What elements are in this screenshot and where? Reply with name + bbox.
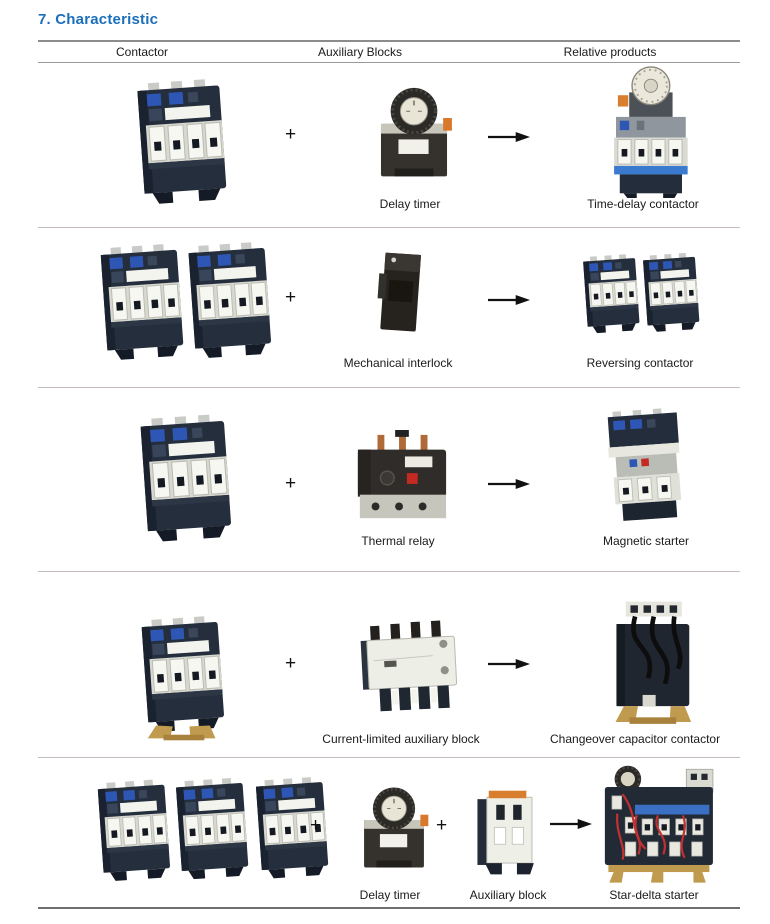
table-row: + Current-limited auxiliary block Change… (38, 572, 740, 758)
table-row: + Delay timer Time-delay contactor (38, 63, 740, 228)
plus-operator: + (285, 653, 297, 674)
aux-label: Mechanical interlock (343, 356, 453, 370)
thermal-relay-photo (357, 430, 447, 519)
aux-label: Delay timer (359, 888, 421, 902)
arrow-icon (488, 478, 530, 490)
plus-operator: + (285, 287, 297, 308)
table-row: + Delay timer + Auxiliary block Star-del… (38, 758, 740, 907)
column-header-auxiliary-blocks: Auxiliary Blocks (317, 45, 403, 59)
plus-operator: + (285, 124, 297, 145)
star-delta-starter-photo (603, 764, 715, 884)
time-delay-contactor-photo (613, 66, 689, 198)
product-label: Star-delta starter (609, 888, 699, 902)
divider-top (38, 40, 740, 42)
column-header-contactor: Contactor (115, 45, 169, 59)
aux-label: Delay timer (379, 197, 441, 211)
plus-operator: + (310, 815, 322, 836)
aux-label: Thermal relay (361, 534, 435, 548)
divider-header (38, 62, 740, 63)
changeover-capacitor-contactor-photo (598, 596, 704, 736)
contactor-photo (139, 414, 233, 542)
table-row: + Mechanical interlock Reversing contact… (38, 228, 740, 388)
auxiliary-block-photo (476, 790, 535, 875)
aux-label: Auxiliary block (469, 888, 547, 902)
magnetic-starter-photo (605, 408, 685, 523)
page-title: 7. Characteristic (38, 11, 159, 28)
product-label: Changeover capacitor contactor (550, 732, 721, 746)
arrow-icon (550, 818, 592, 830)
arrow-icon (488, 658, 530, 670)
contactor-trio-photo (88, 776, 340, 882)
divider-bottom (38, 907, 740, 909)
column-header-relative-products: Relative products (563, 45, 657, 59)
aux-label: Current-limited auxiliary block (322, 732, 480, 746)
table-row: + Thermal relay Magnetic starter (38, 388, 740, 572)
delay-timer-photo (362, 786, 430, 869)
product-label: Magnetic starter (602, 534, 690, 548)
current-limited-aux-block-photo (359, 619, 459, 713)
product-label: Reversing contactor (586, 356, 694, 370)
contactor-photo (136, 79, 228, 204)
contactor-photo (114, 616, 252, 744)
arrow-icon (488, 294, 530, 306)
plus-operator: + (436, 815, 448, 836)
reversing-contactor-photo (576, 236, 708, 350)
delay-timer-photo (379, 86, 454, 178)
contactor-pair-photo (88, 242, 286, 360)
mechanical-interlock-photo (375, 252, 422, 332)
arrow-icon (488, 131, 530, 143)
product-label: Time-delay contactor (587, 197, 699, 211)
plus-operator: + (285, 473, 297, 494)
